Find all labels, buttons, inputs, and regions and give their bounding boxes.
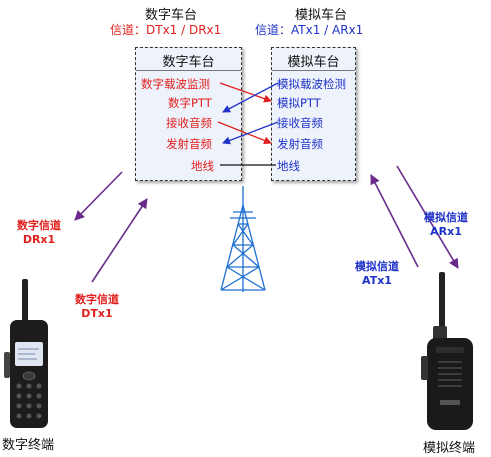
link-arrow-analog-tx <box>370 174 419 268</box>
link-arrow-digital-tx <box>91 198 148 283</box>
label-digital-tx-name: 数字信道 <box>75 293 119 306</box>
label-digital-rx: 数字信道 DRx1 <box>10 219 68 247</box>
digital-signal-ptt: 数字PTT <box>168 96 212 110</box>
digital-signal-rx-audio: 接收音频 <box>166 116 212 130</box>
analog-handheld-radio-icon <box>421 272 473 430</box>
digital-box-title: 数字车台 <box>162 55 215 70</box>
label-analog-rx-channel: ARx1 <box>430 225 462 238</box>
digital-header-title: 数字车台 <box>145 8 198 23</box>
label-digital-rx-channel: DRx1 <box>22 233 56 246</box>
analog-terminal-label: 模拟终端 <box>423 441 476 456</box>
label-analog-tx-channel: ATx1 <box>362 274 392 287</box>
analog-signal-carrier: 模拟载波检测 <box>277 77 346 91</box>
label-analog-rx: 模拟信道 ARx1 <box>416 211 476 239</box>
digital-terminal-label: 数字终端 <box>2 438 55 453</box>
label-digital-rx-name: 数字信道 <box>17 219 61 232</box>
digital-box-divider <box>136 70 241 71</box>
digital-signal-ground: 地线 <box>191 159 214 173</box>
analog-header-channel: 信道：ATx1 / ARx1 <box>255 23 364 37</box>
label-analog-tx-name: 模拟信道 <box>355 260 399 273</box>
analog-signal-ground: 地线 <box>277 159 300 173</box>
wire-analog-carrier-to-digital-ptt <box>222 82 279 113</box>
antenna-tower-icon <box>220 186 266 292</box>
analog-header-title: 模拟车台 <box>295 8 348 23</box>
digital-handheld-radio-icon <box>4 279 48 428</box>
analog-radio-box: 模拟车台 <box>271 47 356 181</box>
analog-signal-rx-audio: 接收音频 <box>277 116 323 130</box>
analog-box-title: 模拟车台 <box>287 55 340 70</box>
wire-carrier-to-analog-ptt <box>219 82 272 103</box>
digital-radio-box: 数字车台 <box>135 47 242 181</box>
link-arrow-analog-rx <box>396 165 459 269</box>
label-analog-rx-name: 模拟信道 <box>424 211 468 224</box>
label-analog-tx: 模拟信道 ATx1 <box>347 260 407 288</box>
analog-signal-tx-audio: 发射音频 <box>277 137 323 151</box>
label-digital-tx-channel: DTx1 <box>81 307 113 320</box>
digital-header-channel: 信道：DTx1 / DRx1 <box>110 23 222 37</box>
analog-signal-ptt: 模拟PTT <box>277 96 321 110</box>
analog-box-divider <box>272 70 355 71</box>
wire-digital-rx-to-analog-tx <box>217 121 272 145</box>
digital-signal-tx-audio: 发射音频 <box>166 137 212 151</box>
wire-analog-rx-to-digital-tx <box>222 121 279 145</box>
link-arrow-digital-rx <box>74 171 123 221</box>
digital-signal-carrier: 数字载波监测 <box>141 77 210 91</box>
label-digital-tx: 数字信道 DTx1 <box>68 293 126 321</box>
